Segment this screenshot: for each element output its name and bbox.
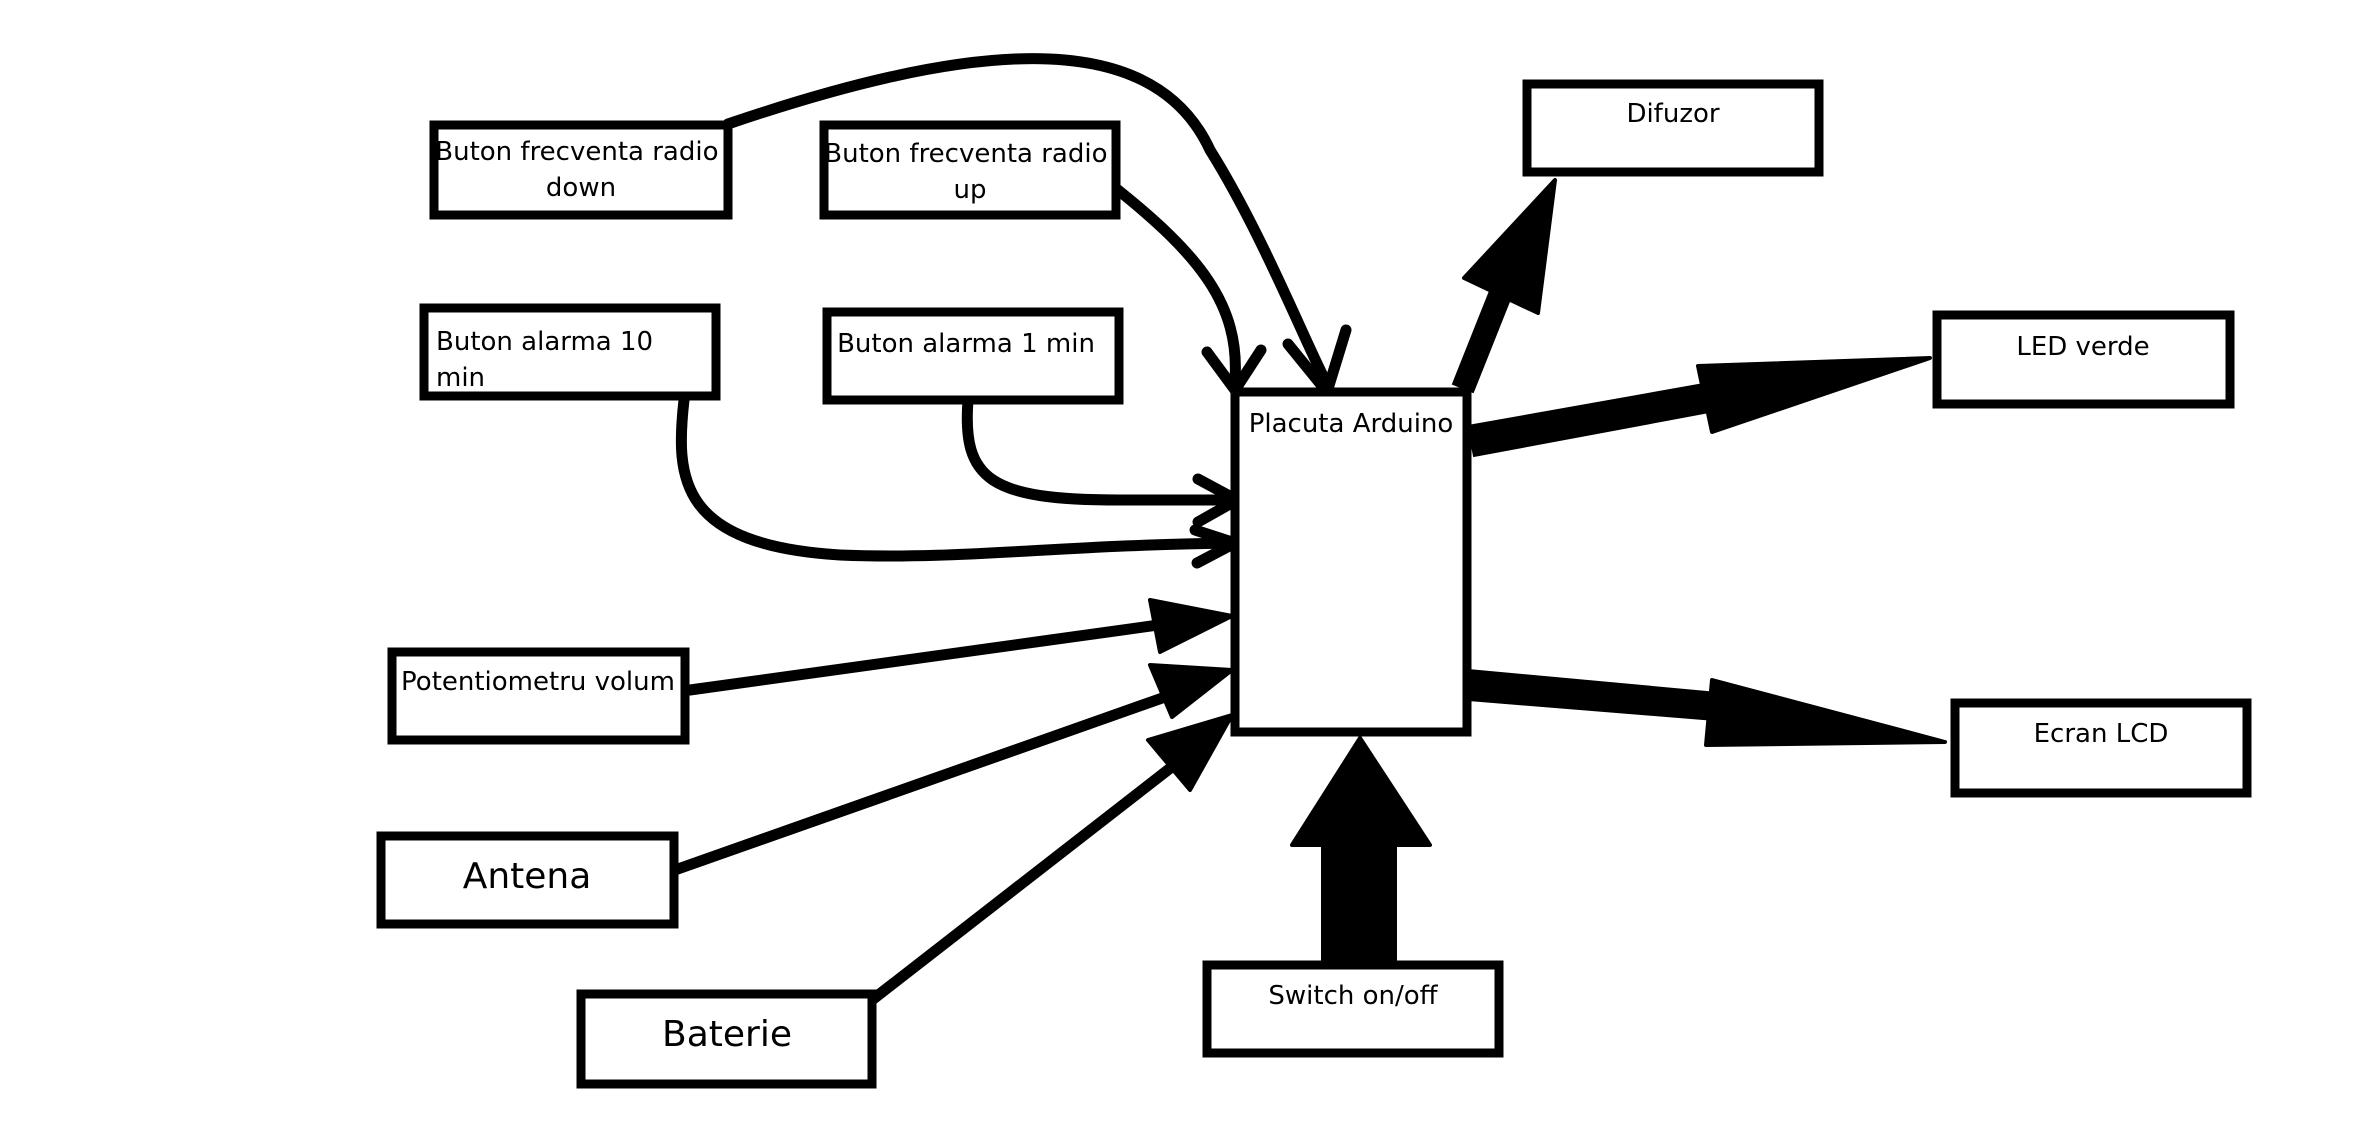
arduino-board-node: Placuta Arduino: [1230, 387, 1472, 737]
lcd-label: Ecran LCD: [2034, 719, 2169, 749]
antenna-node: Antena: [376, 831, 679, 929]
radio-down-button-label: Buton frecventa radio down: [435, 137, 727, 203]
edge-antenna-to-arduino: [669, 663, 1234, 876]
arduino-board-label: Placuta Arduino: [1249, 409, 1454, 439]
edge-alarm-10-to-arduino: [675, 394, 1241, 569]
alarm-10-button-label-line-2: min: [436, 363, 485, 393]
speaker-node: Difuzor: [1522, 79, 1824, 177]
edge-switch-to-arduino: [1290, 736, 1432, 976]
edge-alarm-1-to-arduino: [961, 394, 1243, 528]
speaker-label: Difuzor: [1626, 99, 1719, 129]
radio-up-button-label: Buton frecventa radio up: [824, 139, 1116, 205]
switch-label: Switch on/off: [1268, 981, 1438, 1011]
alarm-10-button-label-line-1: Buton alarma 10: [436, 327, 653, 357]
led-label: LED verde: [2016, 332, 2149, 362]
edge-radio-up-to-arduino: [1107, 180, 1267, 396]
edge-arduino-to-led: [1466, 356, 1932, 458]
alarm-10-button-node: Buton alarma 10 min: [419, 303, 721, 401]
radio-up-button-label-line-1: Buton frecventa radio: [824, 139, 1107, 169]
edge-battery-to-arduino: [866, 713, 1234, 1006]
alarm-1-button-label: Buton alarma 1 min: [837, 329, 1095, 359]
battery-node: Baterie: [576, 989, 877, 1089]
antenna-label: Antena: [463, 856, 592, 897]
radio-down-button-label-line-1: Buton frecventa radio: [435, 137, 718, 167]
alarm-10-button-label: Buton alarma 10 min: [436, 327, 661, 393]
radio-down-button-label-line-2: down: [546, 173, 616, 203]
led-node: LED verde: [1932, 310, 2235, 409]
edge-arduino-to-speaker: [1451, 178, 1557, 394]
edge-arduino-to-lcd: [1467, 668, 1947, 747]
edge-potentiometer-to-arduino: [684, 598, 1234, 696]
radio-down-button-node: Buton frecventa radio down: [429, 120, 733, 220]
battery-label: Baterie: [662, 1014, 792, 1055]
lcd-node: Ecran LCD: [1950, 698, 2252, 798]
potentiometer-node: Potentiometru volum: [387, 647, 690, 745]
switch-node: Switch on/off: [1202, 960, 1504, 1058]
radio-up-button-node: Buton frecventa radio up: [819, 120, 1121, 220]
potentiometer-label: Potentiometru volum: [401, 667, 675, 697]
alarm-1-button-node: Buton alarma 1 min: [822, 307, 1124, 405]
radio-up-button-label-line-2: up: [954, 175, 987, 205]
